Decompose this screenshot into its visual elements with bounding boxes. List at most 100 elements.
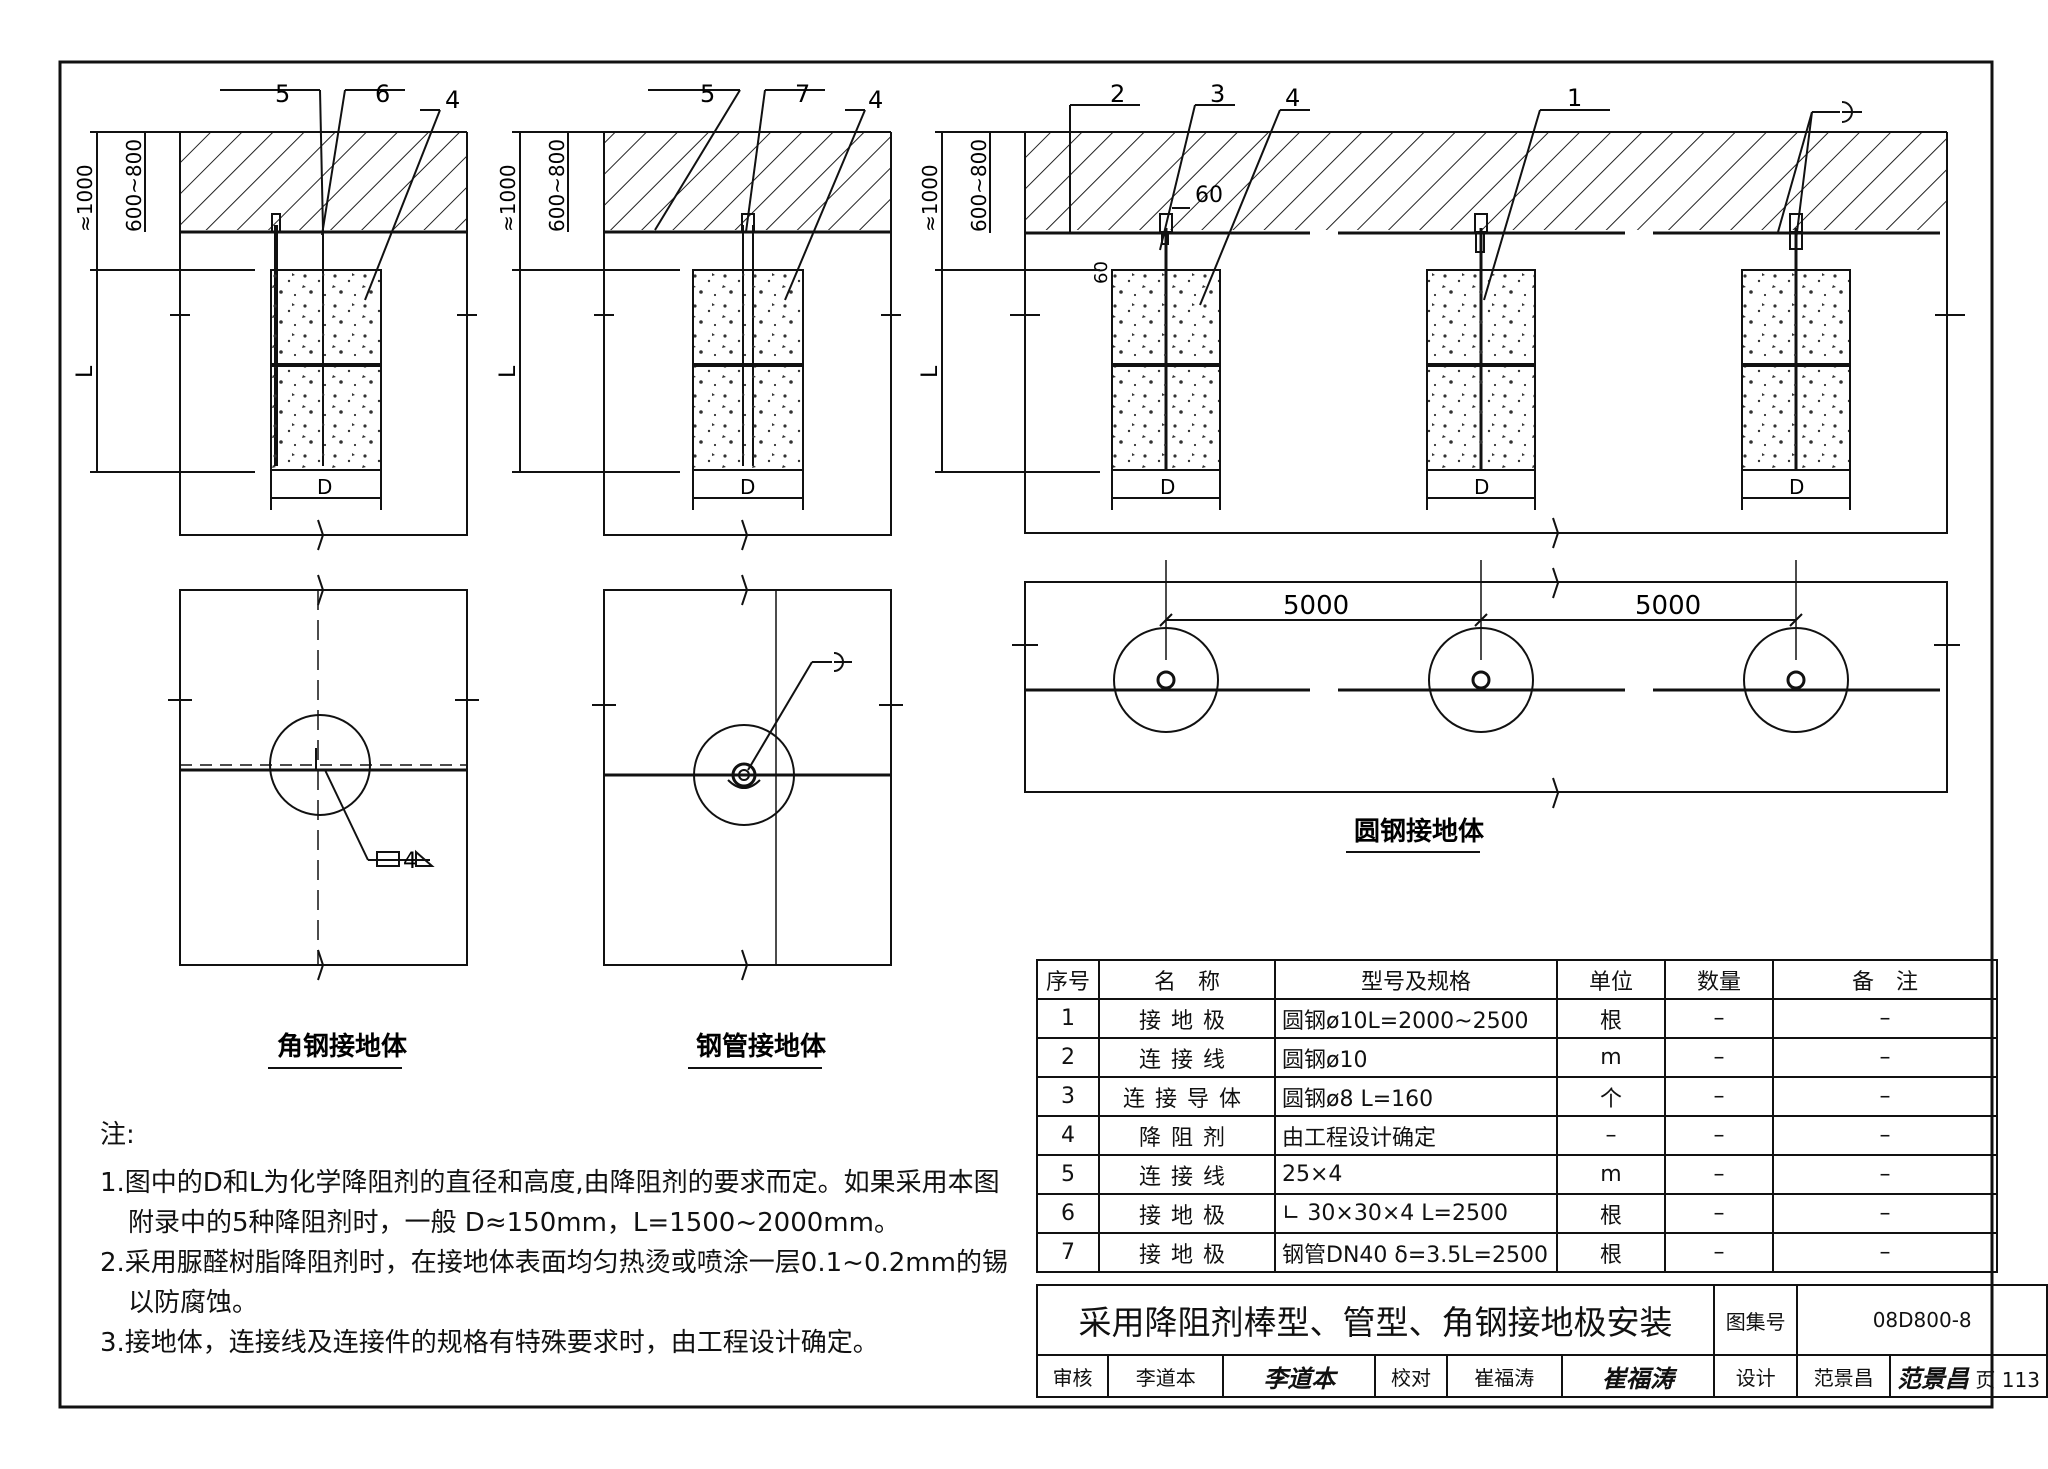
dim-depth-cover: 600~800 bbox=[967, 139, 991, 232]
title-block: 采用降阻剂棒型、管型、角钢接地极安装 图集号 08D800-8 审核 李道本 李… bbox=[1035, 1284, 2048, 1398]
header-cell: 序号 bbox=[1036, 959, 1100, 1000]
callout-4: 4 bbox=[445, 86, 460, 114]
angle-steel-plan: 4 角钢接地体 bbox=[168, 574, 479, 1069]
table-cell: – bbox=[1664, 1193, 1774, 1234]
table-cell: – bbox=[1772, 1037, 1998, 1078]
dim-bend: 60 bbox=[1195, 183, 1223, 208]
round-steel-plan: 5000 5000 圆钢接地体 bbox=[1012, 560, 1960, 853]
materials-table: 序号 名 称 型号及规格 单位 数量 备 注 1 接地极 圆钢ø10L=2000… bbox=[1036, 959, 1998, 1273]
table-cell: 6 bbox=[1036, 1193, 1100, 1234]
table-cell: – bbox=[1772, 998, 1998, 1039]
table-cell: 4 bbox=[1036, 1115, 1100, 1156]
table-cell: m bbox=[1556, 1037, 1666, 1078]
notes: 注: 1.图中的D和L为化学降阻剂的直径和高度,由降阻剂的要求而定。如果采用本图… bbox=[100, 1115, 1020, 1363]
steel-pipe-plan: 钢管接地体 bbox=[592, 574, 903, 1069]
round-steel-elevation: 2 3 4 1 60 60 ≈1000 600~800 L D D bbox=[918, 80, 1965, 549]
callout-2: 2 bbox=[1110, 80, 1125, 108]
dim-depth-cover: 600~800 bbox=[545, 139, 569, 232]
table-cell: – bbox=[1664, 998, 1774, 1039]
angle-steel-title: 角钢接地体 bbox=[277, 1031, 408, 1062]
table-row: 6 接地极 ∟ 30×30×4 L=2500 根 – – bbox=[1036, 1193, 1998, 1234]
dim-spacing-1: 5000 bbox=[1283, 591, 1349, 621]
dim-height: L bbox=[496, 365, 521, 378]
table-cell: 由工程设计确定 bbox=[1274, 1115, 1558, 1156]
callout-1: 1 bbox=[1567, 84, 1582, 112]
table-cell: 根 bbox=[1556, 1232, 1666, 1273]
table-cell: – bbox=[1556, 1115, 1666, 1156]
table-cell: 1 bbox=[1036, 998, 1100, 1039]
table-cell: 圆钢ø8 L=160 bbox=[1274, 1076, 1558, 1117]
note-1: 1.图中的D和L为化学降阻剂的直径和高度,由降阻剂的要求而定。如果采用本图附录中… bbox=[100, 1168, 1000, 1238]
table-cell: ∟ 30×30×4 L=2500 bbox=[1274, 1193, 1558, 1234]
table-row: 5 连接线 25×4 m – – bbox=[1036, 1154, 1998, 1195]
rod-1 bbox=[1111, 213, 1221, 471]
checker-signature: 崔福涛 bbox=[1560, 1354, 1716, 1398]
designer-signature: 范景昌 bbox=[1897, 1363, 1970, 1393]
table-cell: 钢管DN40 δ=3.5L=2500 bbox=[1274, 1232, 1558, 1273]
callout-5: 5 bbox=[700, 80, 715, 108]
page-label: 页 bbox=[1975, 1367, 1996, 1392]
table-cell: 接地极 bbox=[1098, 1193, 1276, 1234]
table-header: 序号 名 称 型号及规格 单位 数量 备 注 bbox=[1036, 959, 1998, 1000]
table-cell: 3 bbox=[1036, 1076, 1100, 1117]
header-cell: 名 称 bbox=[1098, 959, 1276, 1000]
table-cell: – bbox=[1664, 1115, 1774, 1156]
callout-6: 6 bbox=[375, 80, 390, 108]
callout-5: 5 bbox=[275, 80, 290, 108]
table-cell: 7 bbox=[1036, 1232, 1100, 1273]
callout-4: 4 bbox=[1285, 84, 1300, 112]
dim-depth-cover: 600~800 bbox=[122, 139, 146, 232]
steel-pipe-title: 钢管接地体 bbox=[696, 1032, 827, 1062]
reviewer-name: 李道本 bbox=[1107, 1354, 1225, 1398]
check-label: 校对 bbox=[1374, 1354, 1448, 1398]
drawing-title: 采用降阻剂棒型、管型、角钢接地极安装 bbox=[1035, 1284, 1716, 1356]
table-cell: 连接线 bbox=[1098, 1037, 1276, 1078]
table-cell: – bbox=[1664, 1232, 1774, 1273]
table-cell: m bbox=[1556, 1154, 1666, 1195]
steel-pipe-elevation: 5 7 4 ≈1000 600~800 L D bbox=[496, 80, 901, 551]
table-cell: 根 bbox=[1556, 998, 1666, 1039]
note-3: 3.接地体，连接线及连接件的规格有特殊要求时，由工程设计确定。 bbox=[100, 1328, 879, 1358]
round-steel-title: 圆钢接地体 bbox=[1354, 817, 1485, 847]
weld-size-label: 4 bbox=[403, 849, 417, 874]
table-cell: 降阻剂 bbox=[1098, 1115, 1276, 1156]
header-cell: 数量 bbox=[1664, 959, 1774, 1000]
table-cell: – bbox=[1664, 1076, 1774, 1117]
sheet-frame bbox=[58, 60, 1994, 1409]
table-cell: 接地极 bbox=[1098, 998, 1276, 1039]
notes-heading: 注: bbox=[100, 1120, 135, 1150]
table-cell: – bbox=[1772, 1193, 1998, 1234]
header-cell: 型号及规格 bbox=[1274, 959, 1558, 1000]
table-cell: – bbox=[1772, 1115, 1998, 1156]
review-label: 审核 bbox=[1035, 1354, 1110, 1398]
design-label: 设计 bbox=[1713, 1354, 1799, 1398]
dim-depth-total: ≈1000 bbox=[496, 164, 520, 232]
table-cell: 个 bbox=[1556, 1076, 1666, 1117]
reviewer-signature: 李道本 bbox=[1222, 1354, 1377, 1398]
checker-name: 崔福涛 bbox=[1445, 1354, 1563, 1398]
atlas-label: 图集号 bbox=[1713, 1284, 1799, 1356]
table-cell: 圆钢ø10L=2000~2500 bbox=[1274, 998, 1558, 1039]
callout-3: 3 bbox=[1210, 80, 1225, 108]
table-cell: 25×4 bbox=[1274, 1154, 1558, 1195]
dim-diameter: D bbox=[317, 475, 332, 499]
dim-depth-total: ≈1000 bbox=[918, 164, 942, 232]
dim-diameter: D bbox=[740, 475, 755, 499]
header-cell: 备 注 bbox=[1772, 959, 1998, 1000]
page-no: 113 bbox=[2001, 1367, 2040, 1392]
dim-height: L bbox=[73, 365, 98, 378]
table-cell: 根 bbox=[1556, 1193, 1666, 1234]
table-cell: 圆钢ø10 bbox=[1274, 1037, 1558, 1078]
table-cell: – bbox=[1664, 1154, 1774, 1195]
table-cell: 连接线 bbox=[1098, 1154, 1276, 1195]
dim-diameter: D bbox=[1160, 475, 1175, 499]
table-row: 4 降阻剂 由工程设计确定 – – – bbox=[1036, 1115, 1998, 1156]
table-cell: 接地极 bbox=[1098, 1232, 1276, 1273]
table-row: 1 接地极 圆钢ø10L=2000~2500 根 – – bbox=[1036, 998, 1998, 1039]
weld-symbol bbox=[1777, 101, 1862, 241]
table-cell: – bbox=[1772, 1154, 1998, 1195]
atlas-number: 08D800-8 bbox=[1796, 1284, 2048, 1356]
dim-diameter: D bbox=[1789, 475, 1804, 499]
dim-diameter: D bbox=[1474, 475, 1489, 499]
page-number: 范景昌 页 113 bbox=[1889, 1354, 2048, 1398]
